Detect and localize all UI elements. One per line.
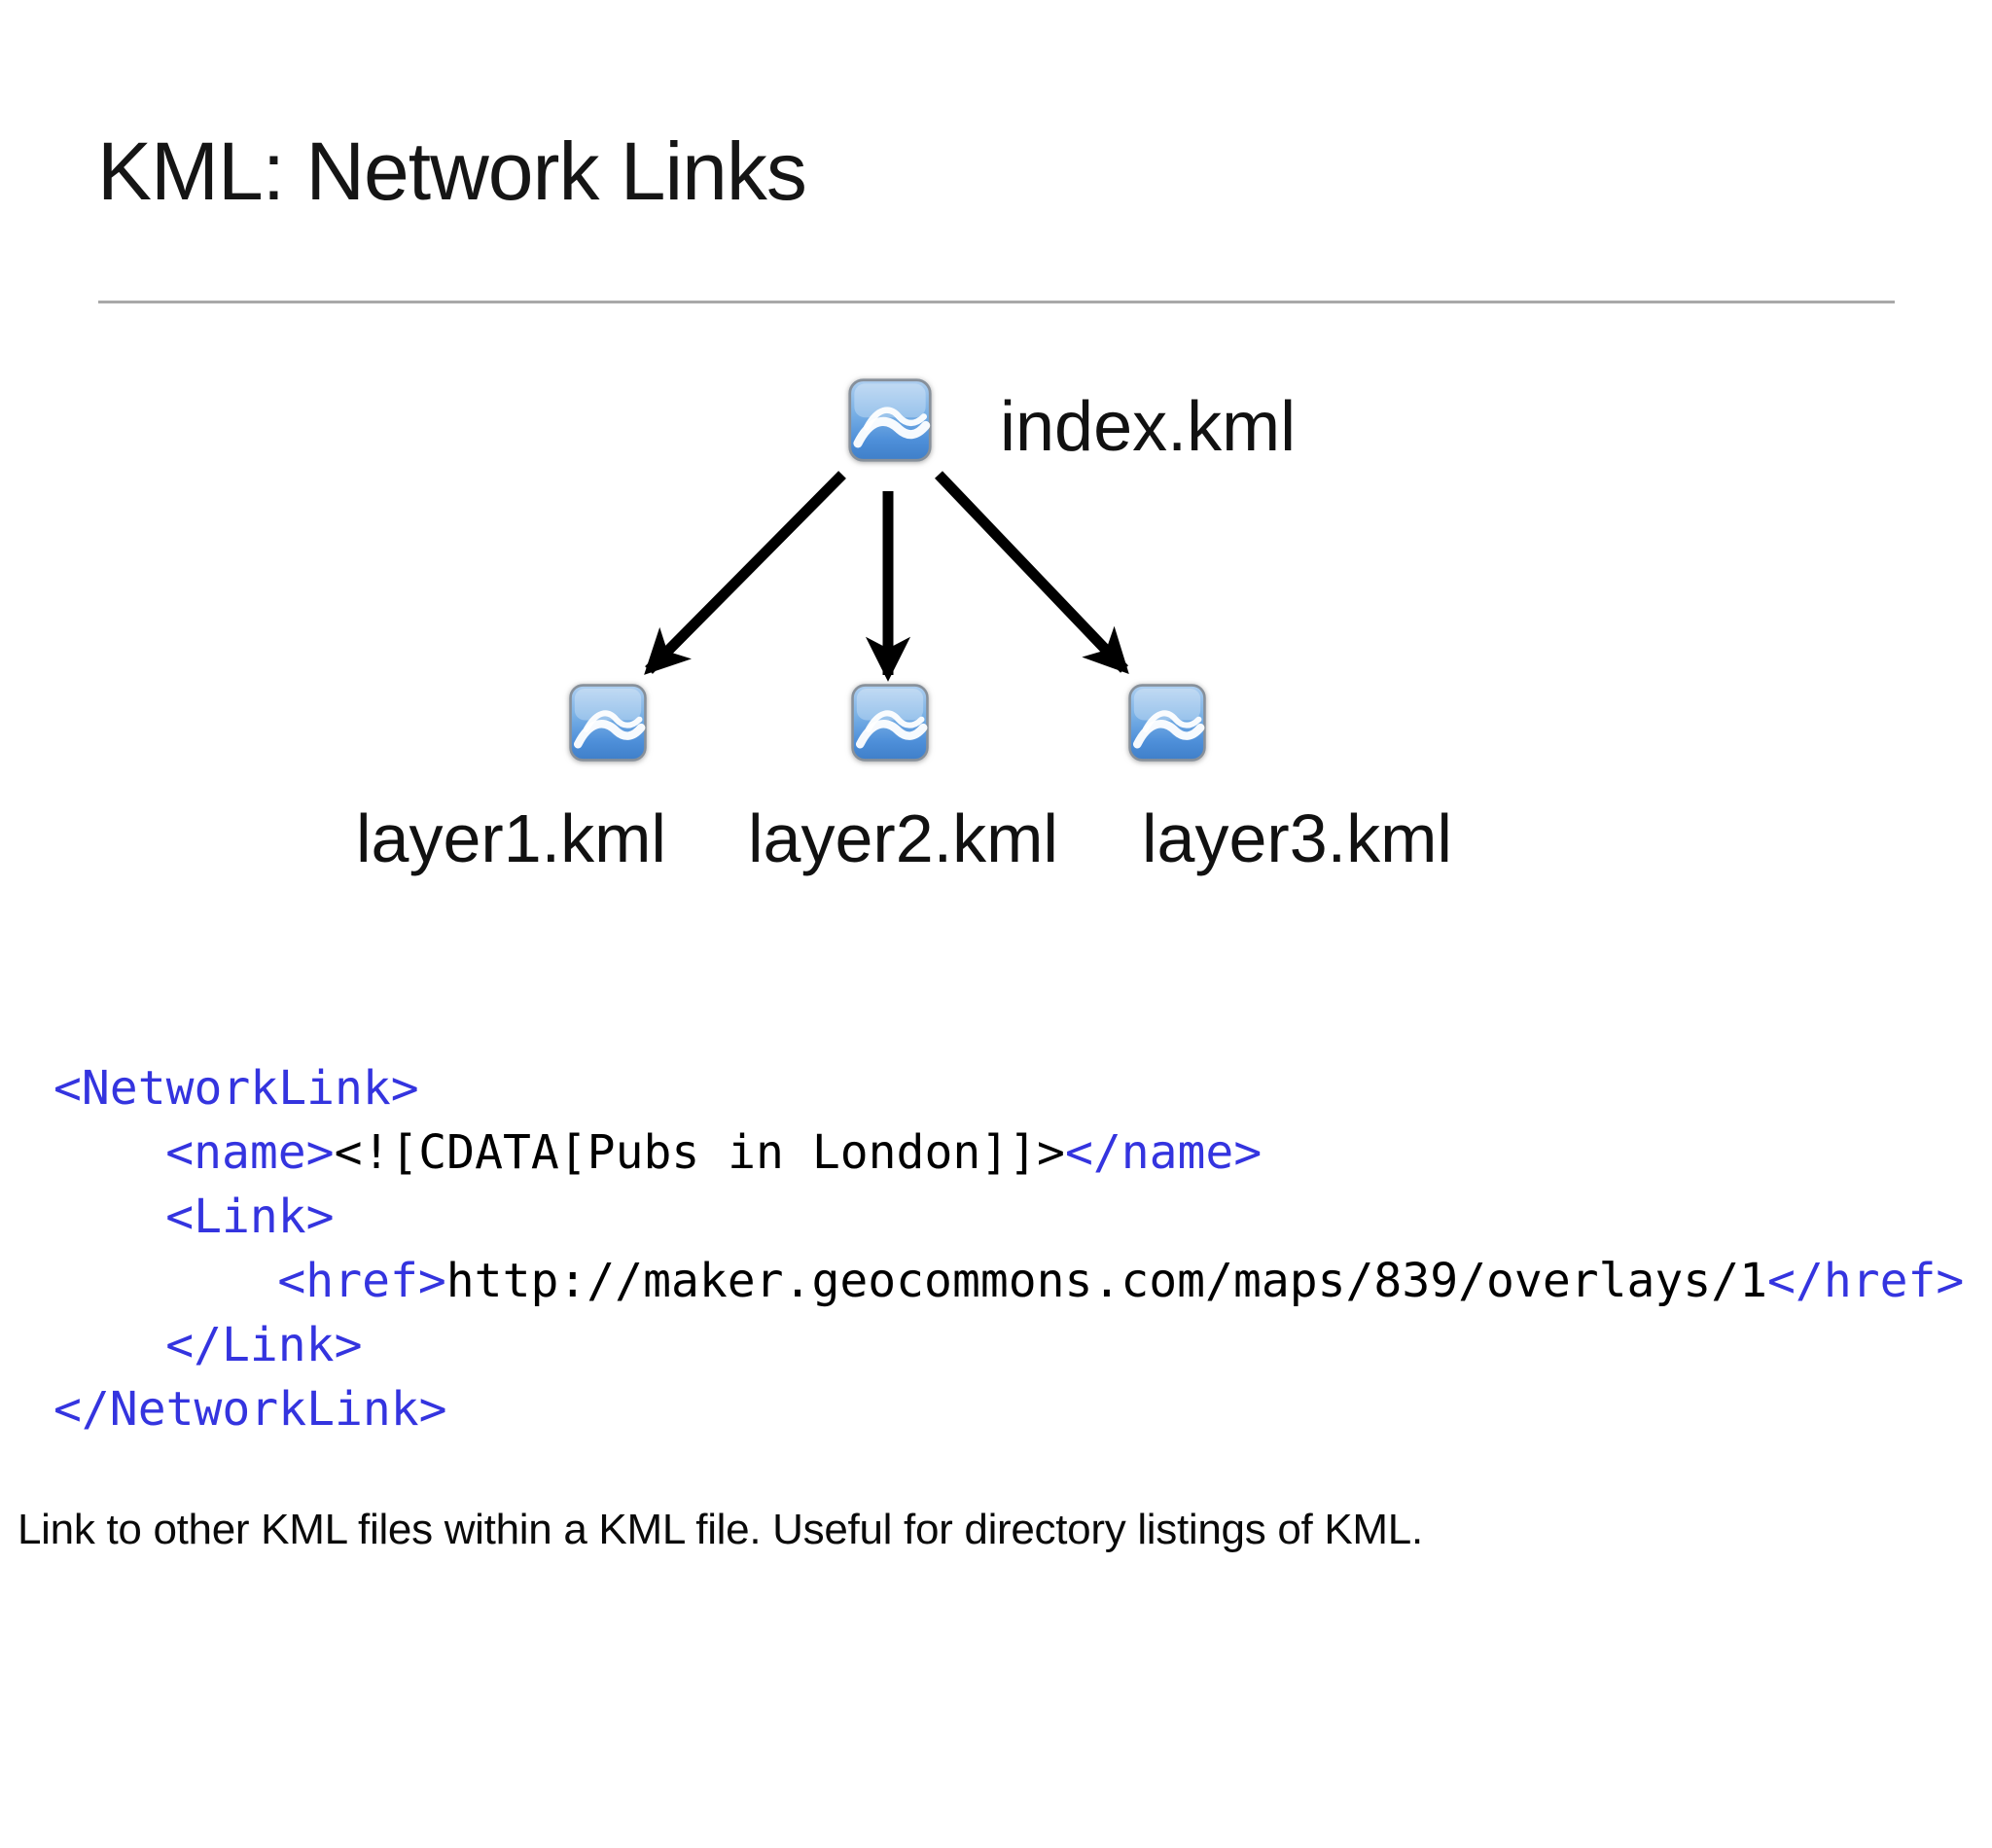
xml-tag: </name> bbox=[1064, 1125, 1263, 1180]
child-node-label: layer1.kml bbox=[356, 800, 666, 876]
title-divider bbox=[98, 301, 1895, 303]
root-node-label: index.kml bbox=[1000, 388, 1297, 466]
child-node-label: layer2.kml bbox=[748, 800, 1058, 876]
xml-tag: </NetworkLink> bbox=[53, 1382, 447, 1437]
arrow-index-to-layer1 bbox=[644, 471, 846, 675]
xml-tag: </href> bbox=[1767, 1254, 1965, 1308]
kml-file-icon bbox=[567, 683, 649, 763]
xml-tag: <NetworkLink> bbox=[53, 1061, 419, 1116]
xml-tag: <name> bbox=[165, 1125, 335, 1180]
code-line: <name><![CDATA[Pubs in London]]></name> bbox=[53, 1120, 1964, 1185]
code-line: </Link> bbox=[53, 1313, 1964, 1377]
code-block: <NetworkLink><name><![CDATA[Pubs in Lond… bbox=[53, 1056, 1964, 1441]
code-line: <NetworkLink> bbox=[53, 1056, 1964, 1120]
xml-tag: <Link> bbox=[165, 1190, 335, 1244]
code-line: </NetworkLink> bbox=[53, 1377, 1964, 1441]
xml-tag: <href> bbox=[277, 1254, 446, 1308]
arrow-index-to-layer3 bbox=[935, 471, 1129, 675]
footer-note: Link to other KML files within a KML fil… bbox=[18, 1506, 1423, 1553]
code-line: <href>http://maker.geocommons.com/maps/8… bbox=[53, 1249, 1964, 1313]
code-line: <Link> bbox=[53, 1185, 1964, 1249]
kml-file-icon bbox=[849, 683, 931, 763]
kml-file-icon bbox=[847, 376, 933, 464]
page-title: KML: Network Links bbox=[97, 125, 807, 217]
kml-file-icon bbox=[1126, 683, 1208, 763]
child-node-label: layer3.kml bbox=[1142, 800, 1452, 876]
xml-tag: </Link> bbox=[165, 1318, 363, 1372]
xml-text: <![CDATA[Pubs in London]]> bbox=[334, 1125, 1065, 1180]
xml-text: http://maker.geocommons.com/maps/839/ove… bbox=[445, 1254, 1768, 1308]
